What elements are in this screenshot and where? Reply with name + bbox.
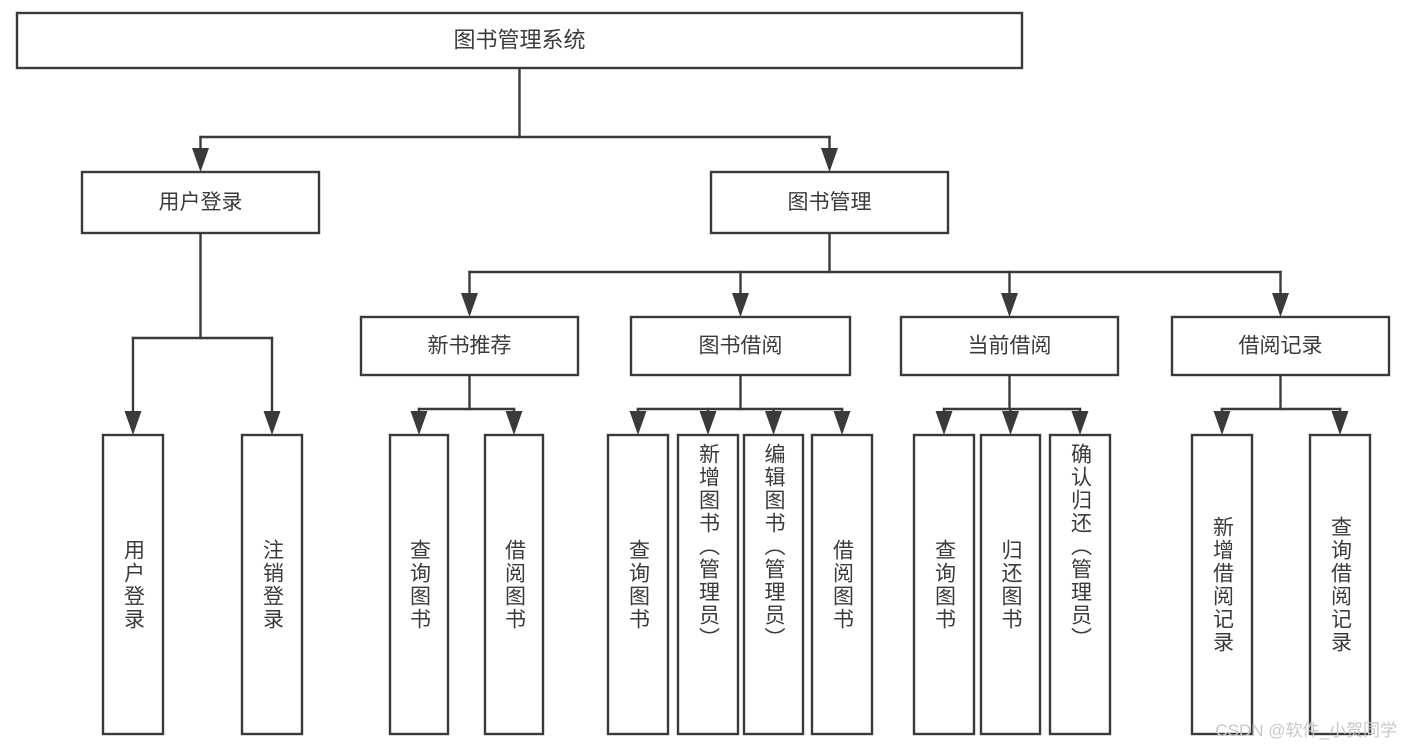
arrow-head-icon [833, 411, 851, 435]
leaf-box-leaf-query-borrow-record[interactable] [1308, 433, 1372, 736]
leaf-box-leaf-logout-login[interactable] [240, 433, 304, 736]
node-box-new-book-recommend[interactable] [359, 315, 580, 377]
leaf-box-leaf-edit-book[interactable] [742, 433, 805, 736]
leaf-box-leaf-query-book-3[interactable] [912, 433, 976, 736]
arrow-head-icon [732, 293, 749, 317]
leaf-box-leaf-query-book-1[interactable] [388, 433, 450, 736]
node-label-borrow-record: 借阅记录 [1239, 335, 1323, 358]
leaf-box-leaf-user-login[interactable] [101, 433, 165, 736]
leaf-box-leaf-query-book-2[interactable] [606, 433, 670, 736]
node-box-book-manage[interactable] [709, 170, 950, 235]
node-box-current-borrow[interactable] [899, 315, 1120, 377]
arrow-head-icon [821, 148, 838, 172]
arrow-head-icon [192, 148, 209, 172]
node-label-book-borrow: 图书借阅 [699, 335, 783, 358]
arrow-head-icon [1272, 293, 1289, 317]
leaf-box-leaf-borrow-book-2[interactable] [810, 433, 874, 736]
node-label-new-book-recommend: 新书推荐 [428, 335, 512, 358]
arrow-head-icon [461, 293, 478, 317]
arrow-head-icon [1331, 411, 1349, 435]
node-label-root: 图书管理系统 [453, 27, 585, 52]
node-box-root[interactable] [15, 11, 1024, 70]
arrow-head-icon [765, 411, 782, 435]
leaf-box-leaf-add-book[interactable] [676, 433, 740, 736]
leaf-box-leaf-return-book[interactable] [979, 433, 1042, 736]
leaf-box-leaf-borrow-book-1[interactable] [483, 433, 545, 736]
leaf-box-leaf-confirm-return[interactable] [1048, 433, 1112, 736]
arrow-head-icon [1001, 293, 1018, 317]
arrow-head-icon [935, 411, 953, 435]
node-label-book-manage: 图书管理 [788, 191, 872, 214]
node-label-current-borrow: 当前借阅 [968, 335, 1052, 358]
node-box-book-borrow[interactable] [629, 315, 852, 377]
leaf-box-leaf-add-borrow-record[interactable] [1190, 433, 1254, 736]
arrow-head-icon [699, 411, 717, 435]
arrow-head-icon [410, 411, 428, 435]
arrow-head-icon [1002, 411, 1019, 435]
arrow-head-icon [263, 411, 281, 435]
arrow-head-icon [1213, 411, 1231, 435]
node-box-borrow-record[interactable] [1170, 315, 1391, 377]
arrow-head-icon [505, 411, 523, 435]
node-box-user-login[interactable] [80, 170, 321, 235]
node-boxes [15, 11, 1391, 736]
arrow-head-icon [1071, 411, 1089, 435]
node-label-user-login: 用户登录 [159, 191, 243, 214]
arrow-head-icon [124, 411, 142, 435]
arrow-head-icon [629, 411, 647, 435]
connector-links [124, 66, 1349, 435]
